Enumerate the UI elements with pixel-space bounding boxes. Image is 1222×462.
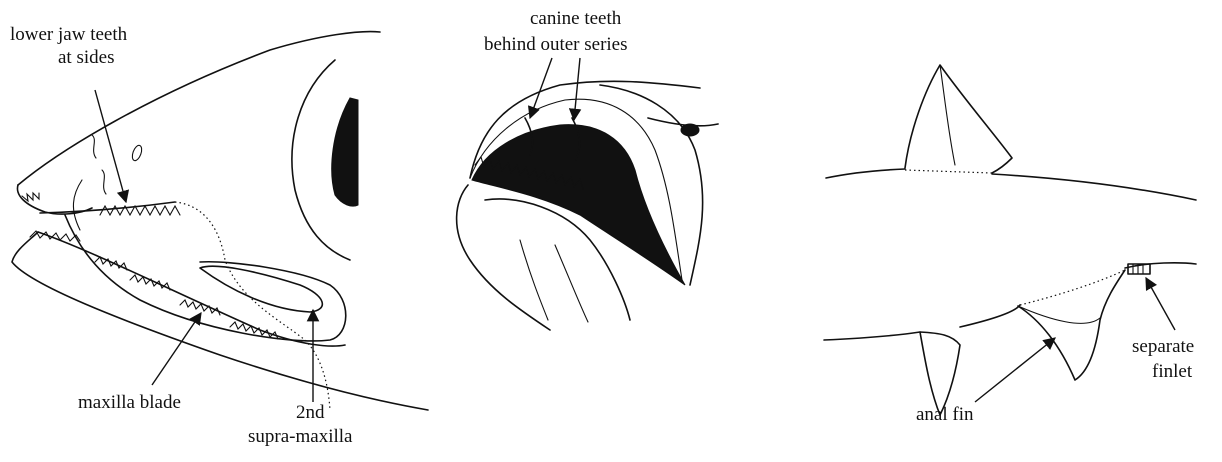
dorsal-fin [905,65,1012,173]
mouth-view-eye [681,124,699,136]
dorsal-fin-ray [940,65,955,165]
label-canine-line1: canine teeth [530,8,622,29]
label-anal-fin: anal fin [916,404,974,425]
label-canine-line2: behind outer series [484,34,628,55]
maxilla-inner-line [73,180,82,230]
belly-line-mid [960,305,1020,327]
label-supramaxilla-line2: supra-maxilla [248,426,353,447]
back-line-right [992,174,1196,200]
label-maxilla-blade: maxilla blade [78,392,181,413]
label-finlet-line2: finlet [1152,361,1193,382]
snout-outline [17,185,92,214]
label-supramaxilla-line1: 2nd [296,402,325,423]
fins-drawing [824,65,1196,415]
anal-fin-outline [1018,270,1125,380]
open-mouth-drawing [457,81,718,330]
label-lower-jaw-line1: lower jaw teeth [10,24,128,45]
arrow-maxilla-blade [152,313,201,385]
snout-marks [92,135,106,194]
chin-outline [457,185,550,330]
anal-fin-base [1020,270,1125,305]
arrow-anal-fin [975,338,1055,402]
supramaxilla-outline [200,266,322,312]
label-finlet-line1: separate [1132,336,1194,357]
pelvic-fin [920,332,960,415]
lower-jaw-teeth [30,231,278,339]
label-lower-jaw-line2: at sides [58,47,114,68]
arrow-finlet [1146,278,1175,330]
eye-shape [332,98,358,206]
back-line [826,169,905,178]
lower-jaw-outline [12,232,428,410]
upper-side-teeth [100,206,180,215]
head-side-view-drawing [12,32,428,410]
throat-lines [520,240,588,322]
front-teeth [22,193,39,201]
mouth-lower-line [648,118,718,126]
arrow-lower-jaw-teeth [95,90,126,202]
dorsal-fin-base [905,170,992,173]
nostril [131,144,144,162]
maxilla-blade-outline [65,215,346,341]
belly-line-left [824,332,920,340]
arrow-canine-right [574,58,580,120]
